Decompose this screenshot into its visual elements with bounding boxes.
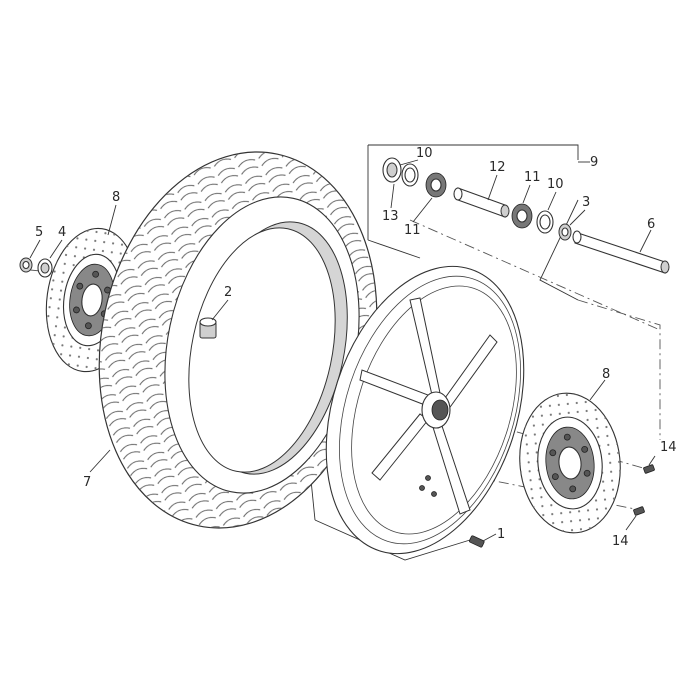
ring-part-10-left (401, 163, 419, 187)
screw-part-1 (469, 535, 485, 548)
callout-14-lower: 14 (612, 534, 629, 549)
callout-6: 6 (647, 217, 655, 232)
disc-screw-upper-part-14 (643, 464, 655, 474)
callout-10-right: 10 (547, 177, 564, 192)
callout-7: 7 (83, 475, 91, 490)
callout-8-left: 8 (112, 190, 120, 205)
callout-9: 9 (590, 155, 598, 170)
callout-1: 1 (497, 527, 505, 542)
callout-labels: 5 4 8 2 7 10 13 11 12 11 10 9 3 6 8 14 1… (35, 146, 677, 549)
tyre (98, 151, 378, 529)
bearing-spacer-part-12 (453, 187, 510, 218)
callout-5: 5 (35, 225, 43, 240)
seal-part-4 (37, 258, 53, 278)
callout-2: 2 (224, 285, 232, 300)
ring-part-10-right (536, 210, 554, 234)
wheel-spacer-part-2 (199, 317, 217, 339)
callout-11-right: 11 (524, 170, 541, 185)
wheel-axle-part-6 (572, 230, 670, 274)
rim (325, 265, 525, 555)
leader-lines (29, 159, 656, 542)
bearing-part-11-right (511, 203, 533, 229)
spacer-part-3 (558, 223, 572, 241)
callout-4: 4 (58, 225, 66, 240)
callout-12: 12 (489, 160, 506, 175)
bearing-part-11-left (425, 172, 447, 198)
callout-14-upper: 14 (660, 440, 677, 455)
spacer-part-5 (19, 257, 33, 273)
seal-part-13 (382, 157, 402, 183)
callout-13: 13 (382, 209, 399, 224)
right-brake-disc (519, 392, 621, 534)
rim-spokes (359, 297, 498, 515)
callout-10-left: 10 (416, 146, 433, 161)
disc-screw-lower-part-14 (633, 506, 645, 516)
callout-8-right: 8 (602, 367, 610, 382)
callout-11-left: 11 (404, 223, 421, 238)
callout-3: 3 (582, 195, 590, 210)
